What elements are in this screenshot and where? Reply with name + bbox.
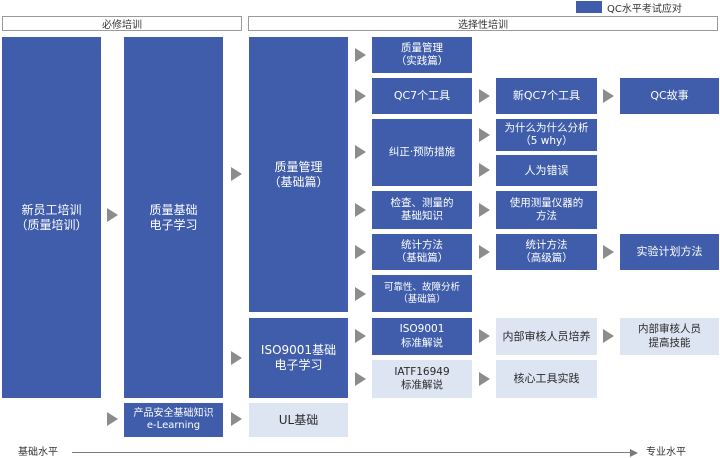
box-qc-story: QC故事 [620, 78, 719, 114]
box-quality-management-practice: 质量管理 （实践篇） [372, 37, 472, 73]
box-iatf16949-standard: IATF16949 标准解说 [372, 360, 472, 398]
flow-arrow [231, 167, 242, 181]
box-design-of-experiments: 实验计划方法 [620, 234, 719, 270]
box-statistics-advanced: 统计方法 （高级篇） [496, 234, 597, 270]
flow-arrow [479, 245, 490, 259]
flow-arrow [603, 329, 614, 343]
box-measurement-instruments: 使用测量仪器的 方法 [496, 191, 597, 229]
flow-arrow [355, 89, 366, 103]
flow-arrow [231, 351, 242, 365]
box-iso9001-elearning: ISO9001基础 电子学习 [249, 318, 348, 398]
box-internal-auditor-training: 内部审核人员培养 [496, 318, 597, 355]
box-ul-basic: UL基础 [249, 403, 348, 437]
flow-arrow [107, 412, 118, 426]
box-inspection-basics: 检查、测量的 基础知识 [372, 191, 472, 229]
box-corrective-preventive: 纠正·预防措施 [372, 119, 472, 186]
flow-arrow [479, 163, 490, 177]
axis-label-start: 基础水平 [18, 447, 58, 458]
box-new-qc7-tools: 新QC7个工具 [496, 78, 597, 114]
box-iso9001-standard: ISO9001 标准解说 [372, 318, 472, 355]
flow-arrow [479, 128, 490, 142]
flow-arrow [355, 329, 366, 343]
box-quality-management-basic: 质量管理 （基础篇） [249, 37, 348, 312]
header-required: 必修培训 [2, 16, 242, 31]
flow-arrow [603, 89, 614, 103]
box-new-employee-training: 新员工培训 （质量培训） [2, 37, 101, 398]
flow-arrow [479, 372, 490, 386]
box-why-why-analysis: 为什么为什么分析 （5 why） [496, 119, 597, 151]
header-elective: 选择性培训 [248, 16, 718, 31]
legend-swatch [576, 1, 602, 13]
box-product-safety-elearning: 产品安全基础知识 e-Learning [124, 403, 223, 437]
flow-arrow [355, 372, 366, 386]
box-core-tools-practice: 核心工具实践 [496, 360, 597, 398]
legend-label: QC水平考试应对 [607, 4, 682, 15]
axis-line [72, 452, 632, 453]
box-reliability-analysis: 可靠性、故障分析 （基础篇） [372, 275, 472, 312]
axis-arrowhead [630, 449, 638, 457]
box-quality-elearning: 质量基础 电子学习 [124, 37, 223, 398]
axis-label-end: 专业水平 [646, 447, 686, 458]
box-human-error: 人为错误 [496, 155, 597, 186]
box-qc7-tools: QC7个工具 [372, 78, 472, 114]
box-internal-auditor-skill: 内部审核人员 提高技能 [620, 318, 719, 355]
flow-arrow [355, 287, 366, 301]
flow-arrow [231, 412, 242, 426]
flow-arrow [355, 203, 366, 217]
flow-arrow [603, 245, 614, 259]
flow-arrow [355, 245, 366, 259]
flow-arrow [355, 145, 366, 159]
flow-arrow [107, 208, 118, 222]
flow-arrow [479, 329, 490, 343]
flow-arrow [479, 203, 490, 217]
flow-arrow [479, 89, 490, 103]
flow-arrow [355, 48, 366, 62]
box-statistics-basic: 统计方法 （基础篇） [372, 234, 472, 270]
